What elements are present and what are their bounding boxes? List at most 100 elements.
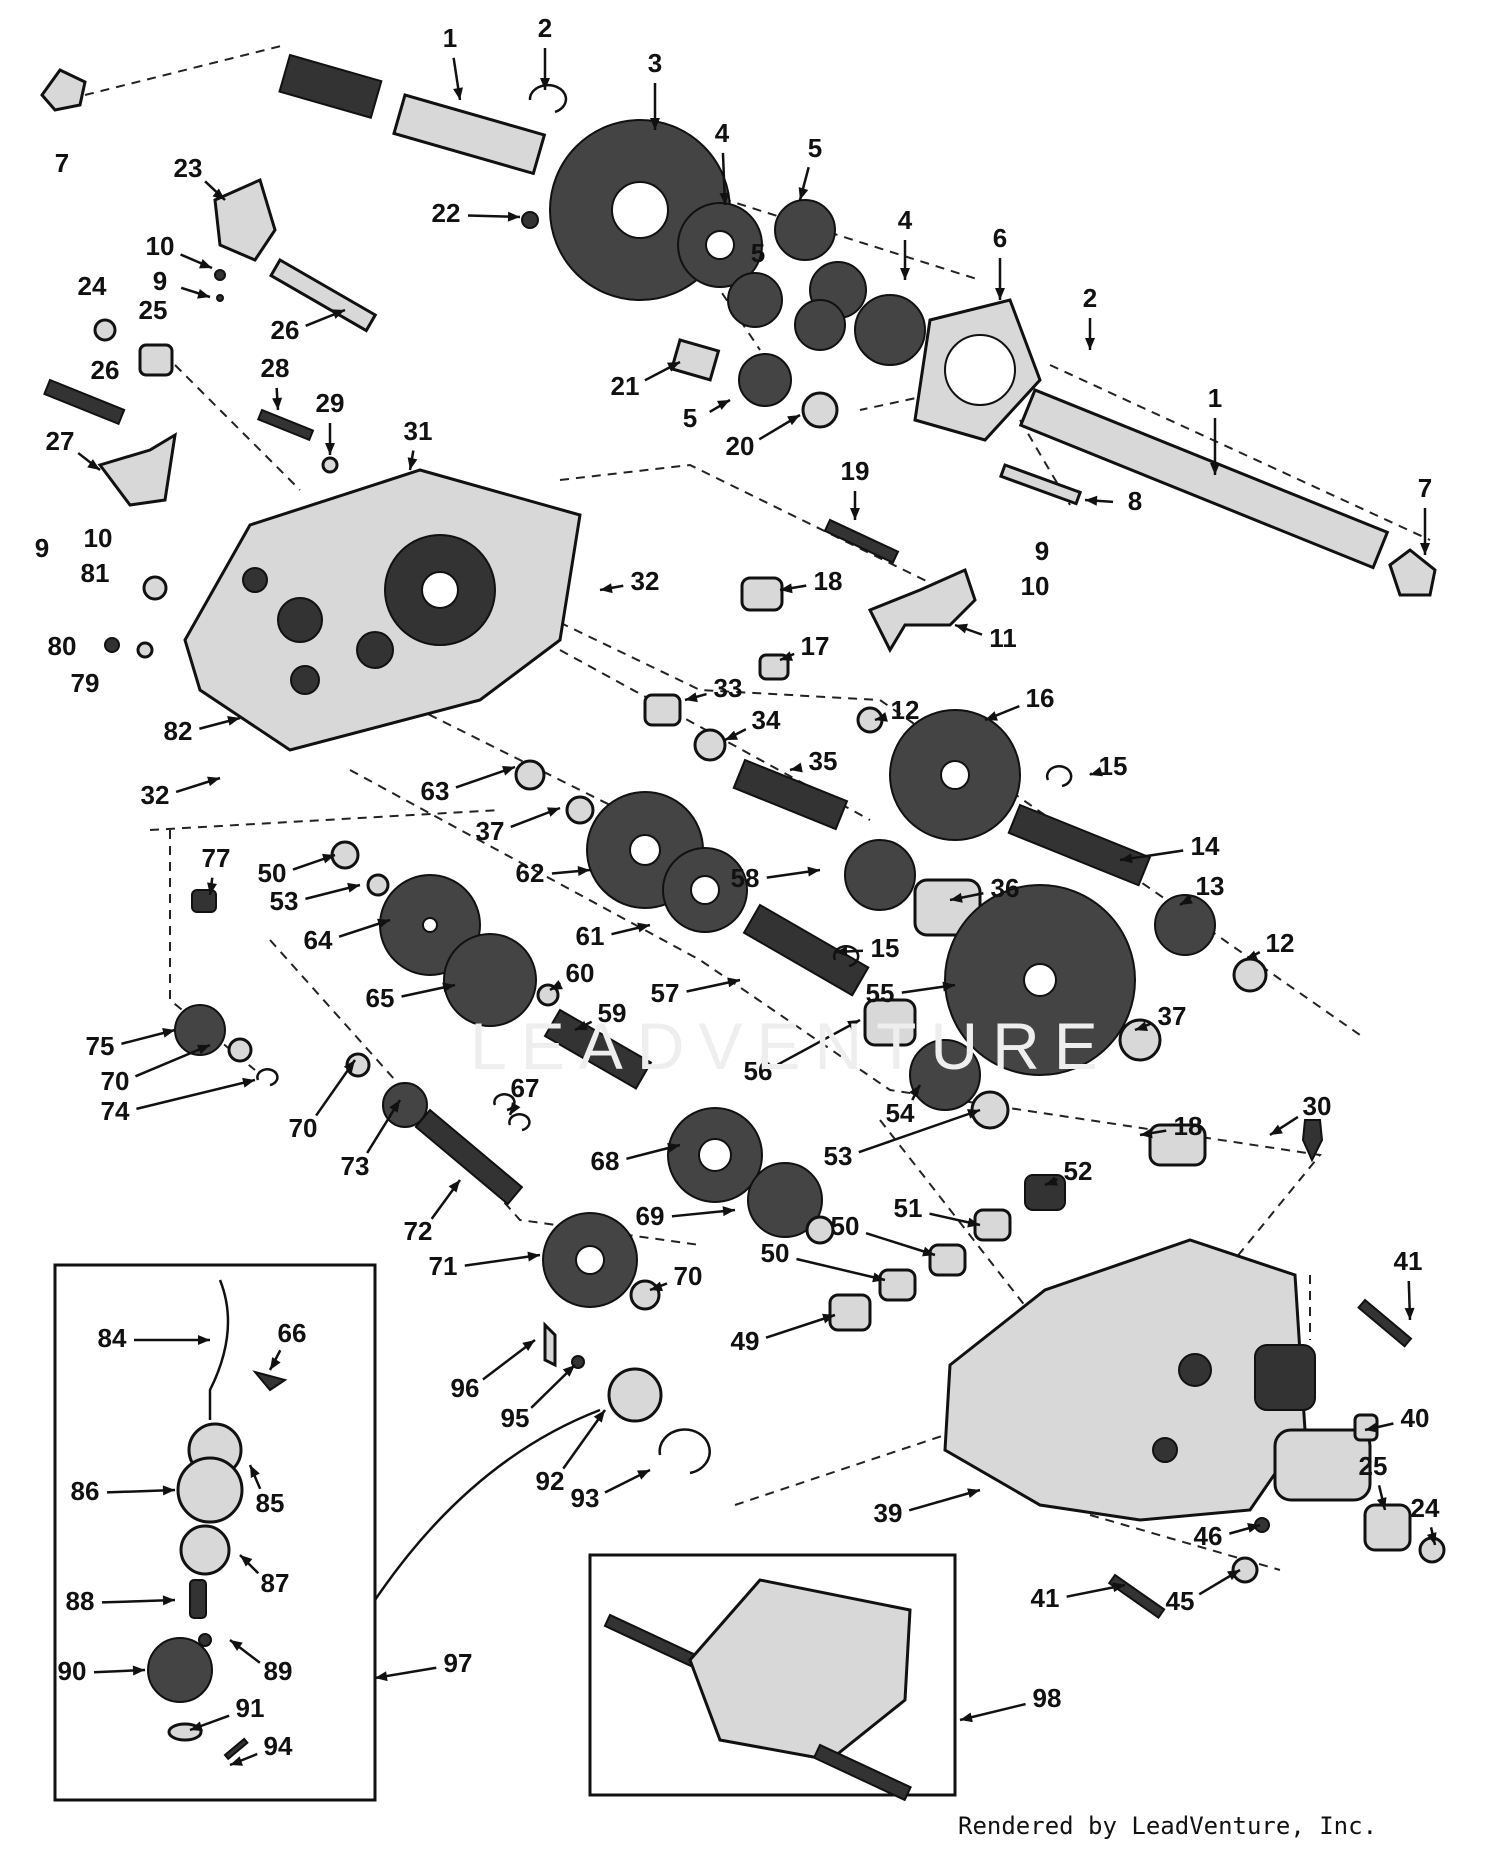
callout-c72: 72	[404, 1216, 433, 1246]
callout-c66: 66	[278, 1318, 307, 1348]
shaft-72	[414, 1108, 524, 1206]
arrowhead-c55	[942, 981, 955, 992]
gear-hub	[629, 834, 661, 866]
arrowhead-c90	[132, 1665, 145, 1676]
gear-65	[443, 933, 537, 1027]
snap-ring-67b	[508, 1113, 531, 1132]
gear-4-lower	[854, 294, 926, 366]
callout-c9a: 9	[153, 266, 167, 296]
gear-hub	[940, 760, 970, 790]
bolt-41b	[1107, 1573, 1166, 1619]
washer-37b	[1118, 1018, 1162, 1062]
bearing-20	[801, 391, 839, 429]
leader-c15a	[1089, 772, 1093, 776]
arrowhead-c18b	[1140, 1128, 1153, 1139]
arrowhead-c1a	[453, 87, 463, 100]
callout-c85: 85	[256, 1488, 285, 1518]
callout-c70b: 70	[289, 1113, 318, 1143]
callout-c45: 45	[1166, 1586, 1195, 1616]
callout-c67: 67	[511, 1073, 540, 1103]
callout-c13: 13	[1196, 871, 1225, 901]
carrier-hub	[944, 334, 1016, 406]
pinion-13	[1154, 894, 1216, 956]
bolt-41a	[1357, 1298, 1413, 1348]
pinion-5a	[774, 199, 836, 261]
arrowhead-c5a	[798, 187, 809, 200]
arrowhead-c41b	[1112, 1582, 1125, 1593]
bearing-33	[643, 693, 682, 727]
arrowhead-c92	[593, 1410, 605, 1423]
shift-rod-19	[823, 518, 900, 564]
arrowhead-c71	[527, 1251, 540, 1262]
leader-c70a	[134, 1043, 211, 1078]
shaft-59	[543, 1008, 653, 1090]
arrowhead-c23	[212, 188, 225, 200]
washer-45	[1231, 1556, 1259, 1584]
arrowhead-c34	[725, 730, 738, 740]
callout-c17: 17	[801, 631, 830, 661]
arrowhead-c69	[722, 1206, 735, 1217]
arrowhead-c21	[667, 362, 680, 372]
leader-c50c	[796, 1257, 886, 1282]
arrowhead-c20	[787, 415, 800, 426]
shift-lever-84	[208, 1279, 230, 1420]
callout-c5a: 5	[808, 133, 822, 163]
arrowhead-c8	[1085, 495, 1098, 506]
arrowhead-c45	[1227, 1570, 1240, 1581]
callout-c11: 11	[989, 623, 1017, 653]
arrowhead-c66	[270, 1357, 281, 1370]
pinion-5e	[738, 353, 792, 407]
shift-linkage	[373, 1321, 711, 1601]
callout-c62: 62	[516, 858, 545, 888]
washer-34	[693, 728, 727, 762]
detent-plate-90	[147, 1637, 213, 1703]
arrowhead-c32a	[600, 583, 613, 594]
callout-c70c: 70	[674, 1261, 703, 1291]
arrowhead-c94	[230, 1756, 243, 1766]
arrowhead-c2b	[1085, 338, 1095, 350]
callout-c79: 79	[71, 668, 100, 698]
arrowhead-c61	[637, 922, 650, 933]
callout-c34: 34	[752, 705, 781, 735]
arrowhead-c53b	[967, 1109, 980, 1119]
arrowhead-c15b	[835, 946, 848, 957]
arrowhead-c59	[575, 1020, 588, 1031]
bushing-56	[863, 998, 917, 1047]
arrowhead-c3	[650, 118, 660, 130]
arrowhead-c10a	[199, 259, 212, 269]
callout-c95: 95	[501, 1403, 530, 1433]
arrowhead-c6	[995, 288, 1005, 300]
callout-c37a: 37	[476, 816, 505, 846]
arrowhead-c12a	[875, 712, 888, 722]
bearing-60	[536, 983, 560, 1007]
callout-c5b: 5	[751, 238, 765, 268]
callout-c32a: 32	[631, 566, 660, 596]
cover-92	[607, 1367, 663, 1423]
arrowhead-c40	[1365, 1422, 1378, 1433]
arrowhead-c70b	[343, 1060, 355, 1073]
callout-c80: 80	[48, 631, 77, 661]
callout-c49: 49	[731, 1326, 760, 1356]
arrowhead-c24b	[1426, 1532, 1437, 1545]
callout-c15b: 15	[871, 933, 900, 963]
vent-30	[1301, 1119, 1324, 1163]
callout-c98: 98	[1033, 1683, 1062, 1713]
lower-gear-cluster	[174, 840, 835, 1311]
washer-53a	[366, 873, 390, 897]
arrowhead-c54	[909, 1085, 920, 1098]
callout-c60: 60	[566, 958, 595, 988]
leader-c56	[776, 1018, 861, 1066]
arrowhead-c2a	[540, 78, 550, 90]
callout-c19: 19	[841, 456, 870, 486]
washer-70c	[629, 1279, 661, 1311]
leader-c49	[765, 1313, 836, 1339]
callout-c5c: 5	[683, 403, 697, 433]
arrowhead-c75	[162, 1027, 175, 1038]
callout-c28: 28	[261, 353, 290, 383]
arrowhead-c86	[162, 1485, 175, 1496]
callout-c37b: 37	[1158, 1001, 1187, 1031]
callout-c69: 69	[636, 1201, 665, 1231]
arrowhead-c33	[685, 692, 698, 703]
gear-hub	[575, 1245, 605, 1275]
